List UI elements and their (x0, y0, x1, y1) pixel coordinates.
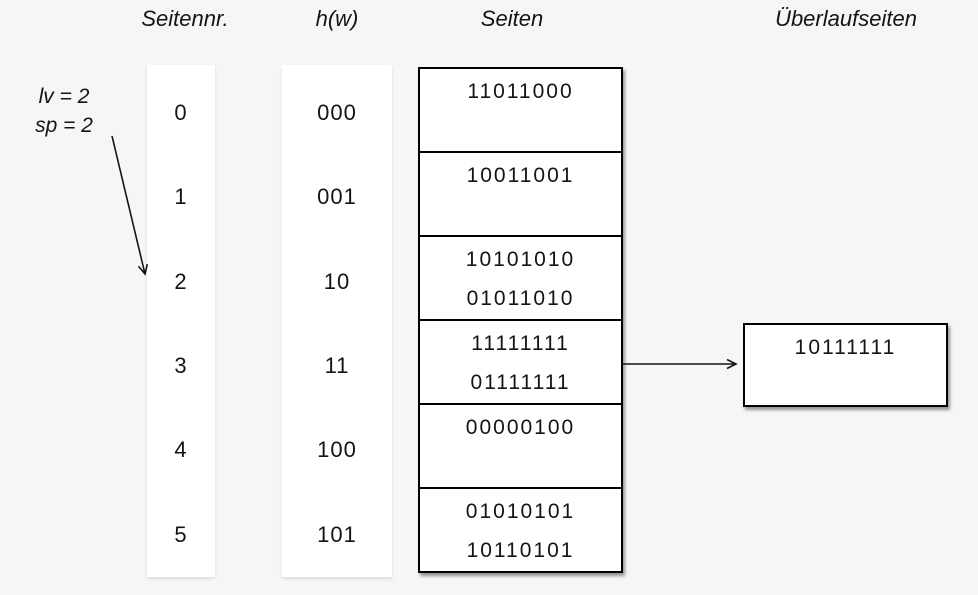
annotation-sp: sp = 2 (35, 114, 93, 137)
hw-column-band (282, 65, 392, 577)
page-cell-4: 00000100 (420, 405, 621, 489)
page-number-1: 1 (174, 184, 188, 209)
seitennr-column-band (147, 65, 215, 577)
hash-value-0: 000 (317, 100, 357, 125)
page-cell-2: 10101010 01011010 (420, 237, 621, 321)
column-header-hw: h(w) (315, 6, 359, 31)
annotation-lv: lv = 2 (38, 85, 90, 108)
page-number-3: 3 (174, 353, 188, 378)
column-header-seitennr: Seitennr. (141, 6, 229, 31)
hash-value-2: 10 (323, 269, 351, 294)
hash-value-1: 001 (317, 184, 357, 209)
hash-value-3: 11 (324, 353, 350, 378)
page-number-4: 4 (174, 437, 188, 462)
page-cell-3: 11111111 01111111 (420, 321, 621, 405)
overflow-page-box: 10111111 (743, 323, 948, 407)
record-value: 11011000 (467, 80, 574, 103)
record-value: 10110101 (466, 539, 575, 562)
record-value: 01011010 (466, 287, 575, 310)
record-value: 11111111 (471, 332, 570, 355)
record-value: 01010101 (465, 500, 576, 523)
record-value: 00000100 (465, 416, 576, 439)
overflow-record-value: 10111111 (794, 336, 897, 359)
page-number-5: 5 (174, 522, 188, 547)
page-cell-5: 01010101 10110101 (420, 489, 621, 571)
pages-box: 11011000 10011001 10101010 01011010 1111… (418, 67, 623, 573)
record-value: 10011001 (466, 164, 575, 187)
hash-value-4: 100 (317, 437, 357, 462)
page-number-2: 2 (174, 269, 188, 294)
hash-value-5: 101 (317, 522, 357, 547)
record-value: 10101010 (465, 248, 576, 271)
column-header-seiten: Seiten (480, 6, 544, 31)
record-value: 01111111 (470, 371, 571, 394)
annotation-lv-sp: lv = 2 sp = 2 (16, 82, 112, 140)
page-cell-0: 11011000 (420, 69, 621, 153)
sp-pointer-arrow (111, 135, 145, 274)
page-cell-1: 10011001 (420, 153, 621, 237)
column-header-ueberlaufseiten: Überlaufseiten (775, 6, 917, 31)
page-number-0: 0 (174, 100, 188, 125)
